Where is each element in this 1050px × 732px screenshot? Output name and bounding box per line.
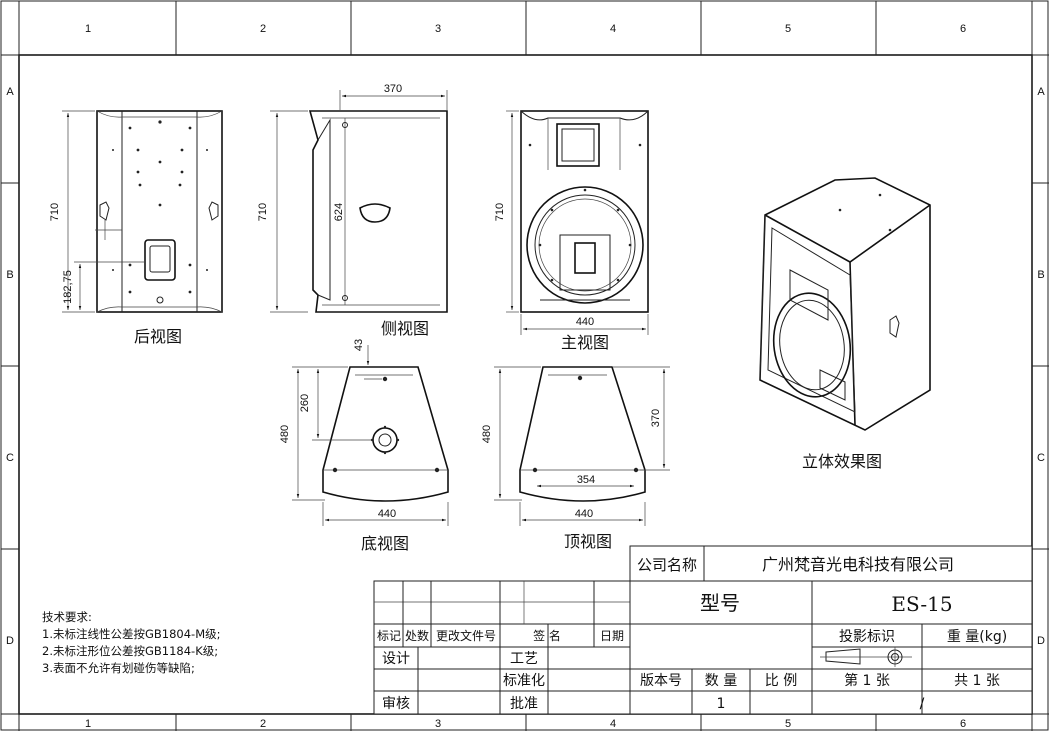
zone-columns-top: 1 2 3 4 5 6 xyxy=(85,23,966,35)
bottom-mid-dim: 260 xyxy=(299,394,311,412)
col-label: 3 xyxy=(435,718,441,730)
rear-screw-holes xyxy=(112,120,208,294)
front-height-dim: 710 xyxy=(494,203,506,221)
row-label: C xyxy=(6,452,14,464)
row-label: A xyxy=(1037,86,1045,98)
front-width-dim: 440 xyxy=(576,316,594,328)
top-holes-dim: 354 xyxy=(577,474,595,486)
col-label: 6 xyxy=(960,23,966,35)
col-label: 4 xyxy=(610,718,616,730)
top-view-caption: 顶视图 xyxy=(564,532,612,551)
row-label: A xyxy=(6,86,14,98)
total-sheets-label: 共 1 张 xyxy=(954,673,1000,689)
bottom-width-dim: 440 xyxy=(378,508,396,520)
row-label: B xyxy=(1037,269,1044,281)
iso-view-caption: 立体效果图 xyxy=(802,452,882,471)
standard-label: 标准化 xyxy=(503,673,545,689)
company-label: 公司名称 xyxy=(637,556,697,574)
row-label: B xyxy=(6,269,13,281)
bottom-view-caption: 底视图 xyxy=(361,534,409,553)
side-height-dim: 710 xyxy=(257,203,269,221)
bottom-depth-dim: 480 xyxy=(279,425,291,443)
design-label: 设计 xyxy=(382,651,410,667)
zone-rows-right: A B C D xyxy=(1037,86,1045,647)
row-label: D xyxy=(1037,635,1045,647)
rear-height-dim: 710 xyxy=(49,203,61,221)
notes-heading: 技术要求: xyxy=(42,610,92,624)
model-value: ES-15 xyxy=(891,592,952,616)
side-view: 370 710 624 xyxy=(257,83,448,313)
review-label: 审核 xyxy=(382,696,410,712)
sheet-label: 第 1 张 xyxy=(844,672,890,689)
rear-handle-dim: 182,75 xyxy=(62,270,74,304)
col-label: 6 xyxy=(960,718,966,730)
front-view-caption: 主视图 xyxy=(561,333,609,352)
col-label: 1 xyxy=(85,718,91,730)
rear-view-caption: 后视图 xyxy=(134,327,182,346)
bottom-small-dim: 43 xyxy=(353,339,365,351)
top-width-dim: 440 xyxy=(575,508,593,520)
side-depth-dim: 370 xyxy=(384,83,402,95)
front-view: 710 440 xyxy=(494,110,649,335)
note-item: 2.未标注形位公差按GB1184-K级; xyxy=(42,644,218,658)
projection-label: 投影标识 xyxy=(839,629,895,645)
model-label: 型号 xyxy=(700,591,740,615)
row-label: D xyxy=(6,635,14,647)
col-label: 3 xyxy=(435,23,441,35)
zone-rows-left: A B C D xyxy=(6,86,14,647)
col-label: 2 xyxy=(260,23,266,35)
version-label: 版本号 xyxy=(640,673,682,689)
side-inner-dim: 624 xyxy=(333,203,345,221)
weight-slash: / xyxy=(920,696,925,712)
weight-label: 重 量(kg) xyxy=(947,629,1007,645)
col-label: 4 xyxy=(610,23,616,35)
rev-header-doc: 更改文件号 xyxy=(436,628,496,643)
projection-symbol-icon xyxy=(820,647,912,667)
col-label: 1 xyxy=(85,23,91,35)
bottom-view: 480 260 43 440 xyxy=(279,339,449,526)
approve-label: 批准 xyxy=(510,696,538,712)
side-view-caption: 侧视图 xyxy=(381,319,429,338)
technical-notes: 技术要求: 1.未标注线性公差按GB1804-M级; 2.未标注形位公差按GB1… xyxy=(42,610,221,675)
top-depth-dim: 480 xyxy=(481,425,493,443)
col-label: 5 xyxy=(785,23,791,35)
company-name: 广州梵音光电科技有限公司 xyxy=(762,555,954,574)
zone-columns-bottom: 1 2 3 4 5 6 xyxy=(85,718,966,730)
note-item: 3.表面不允许有划碰伤等缺陷; xyxy=(42,661,195,675)
rev-header-count: 处数 xyxy=(405,628,429,643)
rev-header-mark: 标记 xyxy=(377,629,401,643)
process-label: 工艺 xyxy=(510,651,538,667)
rear-view: 710 182,75 xyxy=(49,110,223,313)
col-label: 5 xyxy=(785,718,791,730)
isometric-view xyxy=(759,177,931,431)
scale-label: 比 例 xyxy=(765,673,797,689)
title-block xyxy=(373,545,1033,715)
top-mid-dim: 370 xyxy=(650,409,662,427)
quantity-label: 数 量 xyxy=(705,673,737,689)
rev-header-sign: 签 名 xyxy=(533,628,561,643)
row-label: C xyxy=(1037,452,1045,464)
quantity-value: 1 xyxy=(717,696,726,712)
col-label: 2 xyxy=(260,718,266,730)
top-view: 480 370 354 440 xyxy=(481,366,670,526)
rev-header-date: 日期 xyxy=(600,629,624,643)
note-item: 1.未标注线性公差按GB1804-M级; xyxy=(42,627,221,641)
